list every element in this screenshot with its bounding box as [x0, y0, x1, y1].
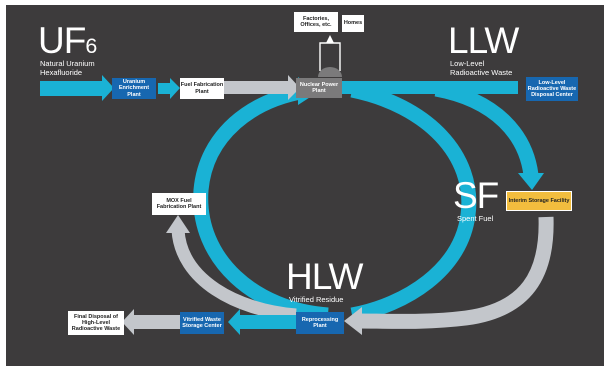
hlw-label: HLW — [286, 256, 363, 297]
interim-to-reprocessing-arc — [357, 216, 554, 329]
reprocessing-to-mox-arrowhead — [166, 215, 190, 233]
sf-desc: Spent Fuel — [457, 214, 494, 223]
sf-label: SF — [453, 175, 499, 216]
llw-label: LLW — [448, 20, 519, 61]
fuel-fabrication-plant: Fuel Fabrication Plant — [180, 78, 224, 99]
nuclear-to-interim-arc — [434, 81, 539, 177]
nuclear-to-interim-arrowhead — [518, 173, 544, 190]
nuclear-dome — [318, 67, 342, 77]
uf6-flow — [40, 75, 180, 101]
vitrified-waste-storage: Vitrified Waste Storage Center — [180, 312, 224, 334]
hlw-desc: Vitrified Residue — [289, 295, 344, 304]
interim-to-reprocessing-arrowhead — [344, 307, 362, 335]
uf6-desc-line2: Hexafluoride — [40, 67, 83, 77]
uf6-main: UF — [38, 20, 86, 61]
uf6-label: UF6 — [38, 20, 97, 61]
enrichment-plant: Uranium Enrichment Plant — [112, 78, 156, 99]
uf6-sub: 6 — [85, 34, 97, 58]
homes-box: Homes — [342, 15, 364, 32]
llw-flow — [340, 81, 518, 94]
fuel-cycle-diagram: Factories, Offices, etc. Homes UF6 Natur… — [6, 5, 604, 366]
nuclear-to-reprocessing-arc — [350, 82, 477, 323]
interim-storage-facility: Interim Storage Facility — [506, 191, 572, 211]
final-disposal-site: Final Disposal of High-Level Radioactive… — [68, 311, 124, 335]
mox-fabrication-plant: MOX Fuel Fabrication Plant — [152, 193, 206, 215]
vitrified-to-final-flow — [122, 309, 180, 335]
electricity-arrow — [319, 35, 341, 71]
factories-box: Factories, Offices, etc. — [294, 12, 338, 32]
llw-desc-line2: Radioactive Waste — [450, 67, 513, 77]
uf6-desc-line1: Natural Uranium — [40, 59, 95, 68]
reprocessing-to-vitrified-flow — [228, 309, 296, 335]
llw-desc-line1: Low-Level — [450, 59, 485, 68]
llw-desc: Low-Level Radioactive Waste — [450, 59, 513, 77]
reprocessing-to-mox-arc — [171, 229, 297, 322]
llw-disposal-center: Low-Level Radioactive Waste Disposal Cen… — [526, 77, 578, 101]
uf6-desc: Natural Uranium Hexafluoride — [40, 59, 95, 77]
reprocessing-plant: Reprocessing Plant — [296, 312, 344, 334]
fuel-to-nuclear-flow — [224, 75, 300, 100]
reprocessing-to-nuclear-arc — [193, 83, 329, 323]
nuclear-power-plant: Nuclear Power Plant — [296, 78, 342, 98]
